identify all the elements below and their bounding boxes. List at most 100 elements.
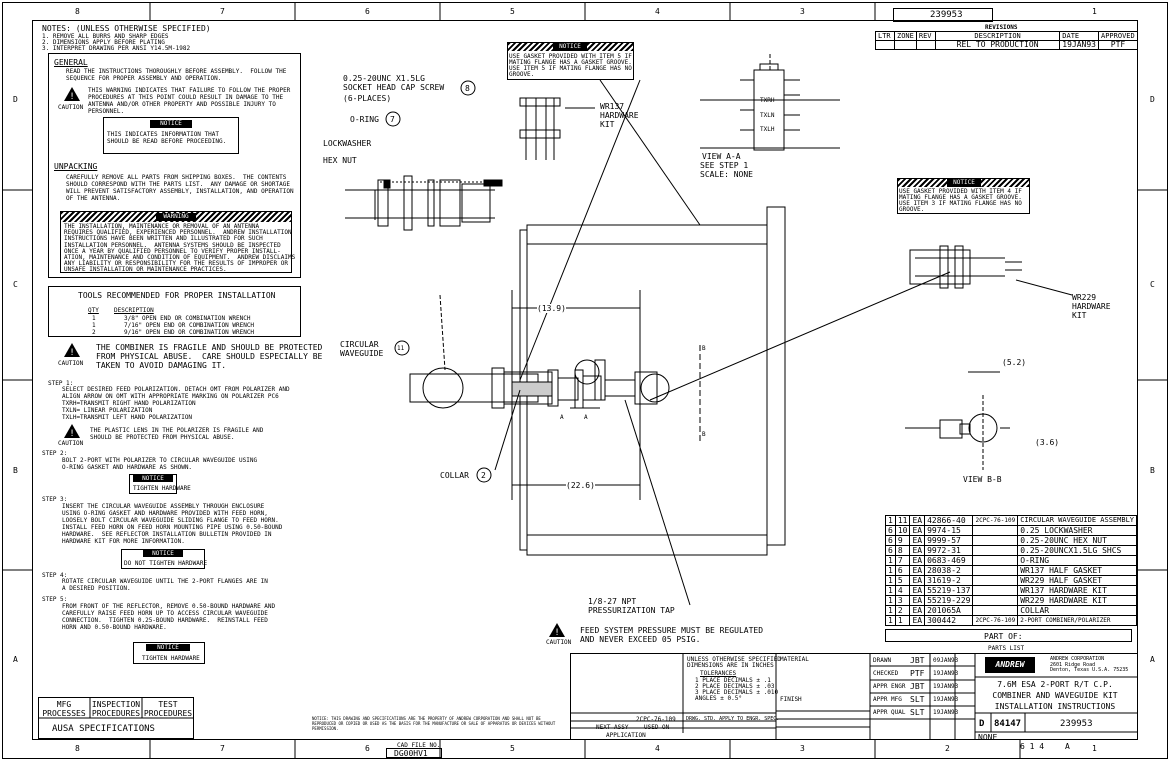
revisions-table: LTR ZONE REV DESCRIPTION DATE APPROVED R… [875, 31, 1138, 50]
pl-part: 201065A [924, 605, 974, 616]
step5-notice-label: NOTICE [146, 644, 190, 651]
pl-qty: 6 [885, 525, 896, 536]
dwg-number-value: 239953 [1060, 719, 1093, 729]
note-3: 3. INTERPRET DRAWING PER ANSI Y14.5M-198… [42, 45, 191, 52]
title-line-3: INSTALLATION INSTRUCTIONS [994, 702, 1116, 711]
tools-title: TOOLS RECOMMENDED FOR PROPER INSTALLATIO… [78, 291, 276, 300]
txrh-label: TXRH [760, 97, 775, 104]
pl-qty: 1 [885, 575, 896, 586]
section-b-bottom: B [702, 431, 706, 438]
pl-spec [972, 565, 1019, 576]
combiner-caution-text: THE COMBINER IS FRAGILE AND SHOULD BE PR… [96, 343, 323, 370]
tools-qty-2: 1 [92, 322, 96, 329]
pl-um: EA [909, 515, 926, 526]
warning-triangle-icon: ! [549, 623, 565, 637]
material-label: MATERIAL [780, 656, 809, 663]
pl-um: EA [909, 575, 926, 586]
notes-title: NOTES: (UNLESS OTHERWISE SPECIFIED) [42, 24, 211, 33]
sig-date-mfg: 19JAN93 [933, 696, 959, 703]
row-letter-a-right: A [1150, 655, 1155, 664]
dimension-3-6: (3.6) [1035, 438, 1060, 447]
zone-bottom-6: 6 [365, 744, 370, 753]
andrew-logo: ANDREW [985, 657, 1035, 673]
pl-qty: 1 [885, 585, 896, 596]
notice-footer: NOTICE: THIS DRAWING AND SPECIFICATIONS … [312, 716, 556, 731]
sig-name-drawn: JBT [910, 656, 925, 665]
sheet-value: 6 1 4 [1020, 742, 1045, 751]
sig-role-qual: APPR QUAL [873, 709, 906, 716]
title-line-1: 7.6M ESA 2-PORT R/T C.P. [997, 680, 1113, 689]
pl-item: 10 [894, 525, 911, 536]
caution-word-2: CAUTION [58, 360, 84, 367]
see-step-label: SEE STEP 1 [700, 161, 749, 170]
sig-date-engr: 19JAN93 [933, 683, 959, 690]
pl-desc: 2-PORT COMBINER/POLARIZER [1017, 615, 1138, 626]
row-letter-d-left: D [13, 95, 18, 104]
pl-item: 6 [894, 565, 911, 576]
step5-notice-text: TIGHTEN HARDWARE [142, 655, 200, 662]
balloon-2: 2 [481, 471, 486, 480]
pl-item: 2 [894, 605, 911, 616]
pl-item: 3 [894, 595, 911, 606]
ausa-specifications: AUSA SPECIFICATIONS [52, 724, 155, 734]
top-dwg-number-box [893, 8, 993, 22]
pl-part: 9972-31 [924, 545, 974, 556]
pl-qty: 1 [885, 615, 896, 626]
step4-label: STEP 4: [42, 572, 68, 579]
sig-role-checked: CHECKED [873, 670, 899, 677]
pl-desc: WR137 HALF GASKET [1017, 565, 1138, 576]
pl-part: 42866-40 [924, 515, 974, 526]
pl-item: 4 [894, 585, 911, 596]
pl-desc: WR137 HARDWARE KIT [1017, 585, 1138, 596]
rev-approved: PTF [1098, 40, 1138, 50]
row-letter-a-left: A [13, 655, 18, 664]
tools-qty-3: 2 [92, 329, 96, 336]
dimension-13-9: (13.9) [537, 304, 566, 313]
gasket-notice-right-text: USE GASKET PROVIDED WITH ITEM 4 IF MATIN… [899, 188, 1022, 213]
fscm-value: 84147 [994, 719, 1022, 729]
step5-text: FROM FRONT OF THE REFLECTOR, REMOVE 0.50… [62, 603, 276, 631]
pl-item: 7 [894, 555, 911, 566]
tools-box [48, 286, 301, 337]
sig-role-drawn: DRAWN [873, 657, 892, 664]
row-letter-d-right: D [1150, 95, 1155, 104]
step3-text: INSERT THE CIRCULAR WAVEGUIDE ASSEMBLY T… [62, 503, 283, 545]
sig-name-engr: JBT [910, 682, 925, 691]
svg-text:!: ! [70, 348, 74, 357]
pl-spec [972, 585, 1019, 596]
pl-part: 55219-229 [924, 595, 974, 606]
tools-desc-3: 9/16" OPEN END OR COMBINATION WRENCH [124, 329, 255, 336]
sig-name-checked: PTF [910, 669, 925, 678]
step2-notice-box [129, 474, 177, 494]
scale-none-label: SCALE: NONE [700, 170, 753, 179]
instruction-panel [48, 53, 301, 278]
note-2: 2. DIMENSIONS APPLY BEFORE PLATING [42, 39, 165, 46]
tools-desc-2: 7/16" OPEN END OR COMBINATION WRENCH [124, 322, 255, 329]
pl-desc: 0.25-20UNCX1.5LG SHCS [1017, 545, 1138, 556]
tolerances-label: TOLERANCES [700, 670, 737, 677]
gasket-notice-top-label: NOTICE [553, 43, 587, 51]
zone-bottom-5: 5 [510, 744, 515, 753]
title-line-2: COMBINER AND WAVEGUIDE KIT [992, 691, 1118, 700]
step5-notice-box [133, 642, 205, 664]
tolerances-heading: UNLESS OTHERWISE SPECIFIED DIMENSIONS AR… [687, 656, 781, 669]
pl-um: EA [909, 605, 926, 616]
zone-bottom-1: 1 [1092, 744, 1097, 753]
zone-bottom-2: 2 [945, 744, 950, 753]
size-value: D [979, 719, 985, 729]
note-1: 1. REMOVE ALL BURRS AND SHARP EDGES [42, 33, 169, 40]
sig-date-qual: 19JAN93 [933, 709, 959, 716]
spec-reference: 2CPC-76-109 [636, 716, 676, 723]
next-assy-label: NEXT ASSY [596, 724, 629, 731]
step2-notice-text: TIGHTEN HARDWARE [133, 485, 191, 492]
row-letter-b-left: B [13, 466, 18, 475]
step3-notice-box [121, 549, 205, 569]
dimension-22-6: (22.6) [566, 481, 595, 490]
pl-qty: 6 [885, 535, 896, 546]
tools-head-qty: QTY [88, 307, 99, 314]
pl-spec [972, 545, 1019, 556]
